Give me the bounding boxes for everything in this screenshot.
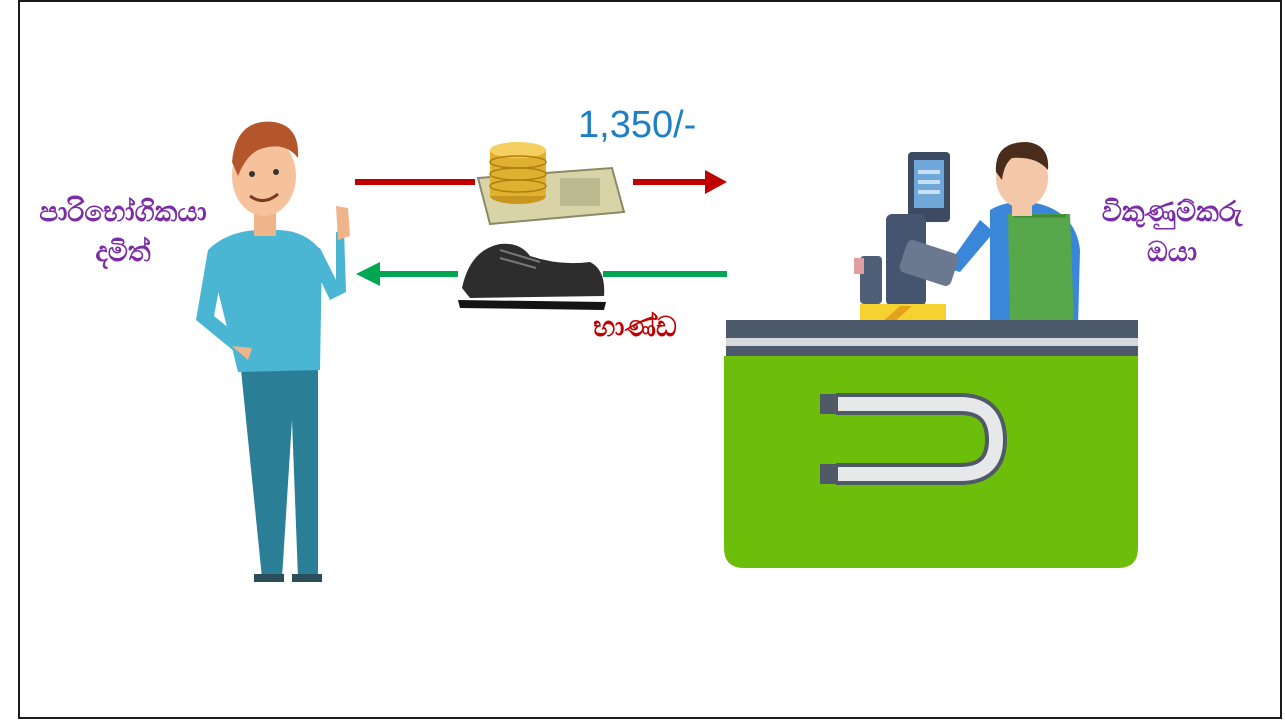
payment-amount: 1,350/- xyxy=(578,104,697,146)
customer-figure xyxy=(196,121,350,582)
payment-arrow xyxy=(355,170,727,194)
seller-role: විකුණුම්කරු xyxy=(1101,195,1243,228)
cashier-figure xyxy=(934,142,1080,326)
seller-label: විකුණුම්කරු ඔයා xyxy=(1072,192,1272,272)
customer-name: දමිත් xyxy=(95,235,151,268)
customer-role: පාරිභෝගිකයා xyxy=(39,195,207,228)
pos-terminal xyxy=(854,152,959,326)
coins-and-cash-icon xyxy=(476,142,626,226)
goods-arrow xyxy=(356,262,727,286)
customer-label: පාරිභෝගිකයා දමිත් xyxy=(18,192,228,272)
shoe-icon xyxy=(458,243,606,310)
goods-label: භාණ්ඩ xyxy=(593,310,677,343)
seller-name: ඔයා xyxy=(1146,235,1198,268)
checkout-counter xyxy=(724,320,1138,568)
